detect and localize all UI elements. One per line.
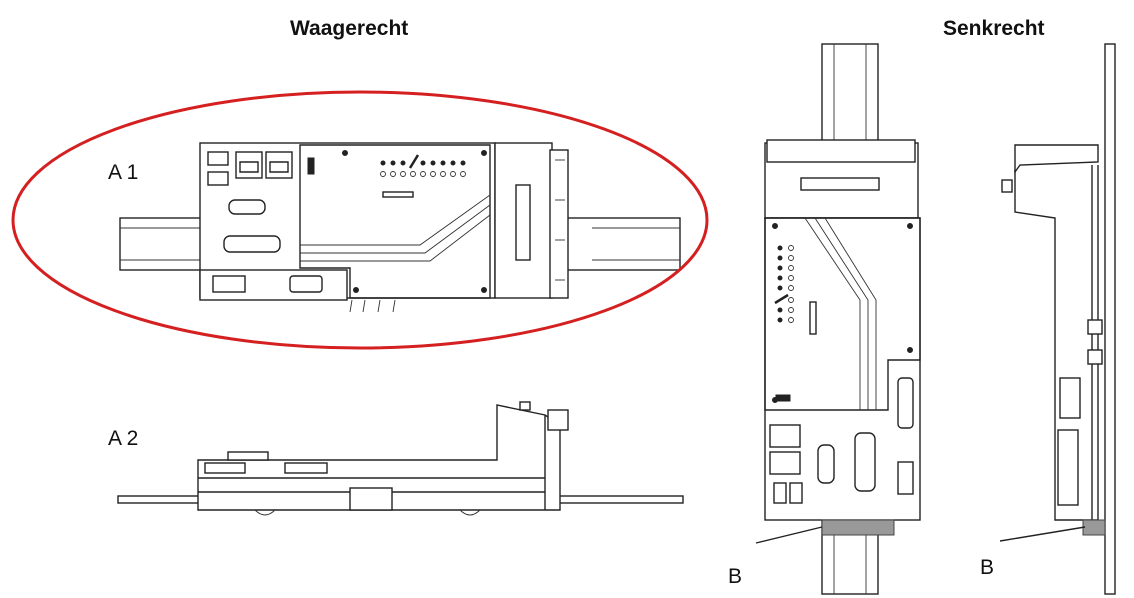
serial-port (817, 444, 835, 484)
power-connector (897, 461, 914, 495)
label-b-side: B (980, 556, 995, 579)
device-top-horizontal (117, 401, 684, 516)
label-b-front: B (728, 565, 743, 588)
highlight-ellipse (11, 90, 709, 350)
dsub-port (289, 275, 323, 293)
end-stop-front (821, 519, 895, 536)
led-column (774, 245, 794, 323)
serial-port (228, 199, 266, 215)
usb-port (207, 151, 229, 166)
din-rail-side (1104, 43, 1116, 595)
usb-port (789, 482, 803, 504)
dsub-port (897, 377, 914, 429)
ethernet-port (769, 424, 801, 448)
power-connector (212, 275, 246, 293)
end-stop-side (1082, 519, 1106, 536)
device-front-horizontal (119, 142, 681, 313)
device-side-vertical (999, 43, 1116, 595)
heading-waagerecht: Waagerecht (290, 17, 409, 40)
label-a2: A 2 (108, 427, 139, 450)
heading-senkrecht: Senkrecht (943, 17, 1045, 40)
label-a1: A 1 (108, 161, 139, 184)
usb-port (207, 171, 229, 186)
ethernet-port (769, 451, 801, 475)
dsub-port (223, 235, 281, 253)
usb-port (773, 482, 787, 504)
led-row (380, 154, 466, 177)
device-front-vertical (755, 43, 921, 595)
dsub-port (854, 432, 876, 492)
